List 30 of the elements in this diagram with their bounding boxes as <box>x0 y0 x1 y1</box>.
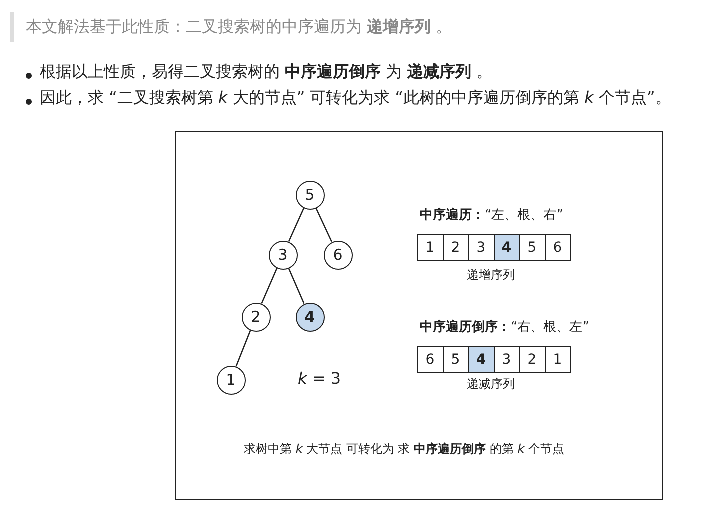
summary-note: 求树中第 k 大节点 可转化为 求 中序遍历倒序 的第 k 个节点 <box>244 441 564 458</box>
array-cell: 1 <box>417 234 444 261</box>
array-cell: 2 <box>442 234 469 261</box>
tree-node: 3 <box>268 240 298 270</box>
array-cell: 6 <box>544 234 571 261</box>
tree-node: 1 <box>216 366 246 394</box>
bullet-text: 根据以上性质，易得二叉搜索树的 中序遍历倒序 为 递减序列 。 <box>40 62 492 83</box>
array-cell: 5 <box>519 234 546 261</box>
tree-edge <box>316 208 332 242</box>
tree-node: 2 <box>242 302 270 332</box>
quote-text: 本文解法基于此性质：二叉搜索树的中序遍历为 递增序列 。 <box>26 17 452 38</box>
array-caption: 递增序列 <box>467 267 515 284</box>
array-cell: 6 <box>417 346 444 373</box>
array-cell: 4 <box>468 346 494 373</box>
bullet-text: 因此，求 “二叉搜索树第 k 大的节点” 可转化为求 “此树的中序遍历倒序的第 k 个节点”。 <box>40 88 672 109</box>
tree-node: 6 <box>324 240 352 270</box>
traversal-heading: 中序遍历：“左、根、右” <box>420 206 564 224</box>
tree-node: 5 <box>296 180 324 210</box>
array-cell: 2 <box>519 346 546 373</box>
k-value: k = 3 <box>298 369 342 388</box>
tree-edge <box>236 330 252 367</box>
traversal-heading: 中序遍历倒序：“右、根、左” <box>420 318 590 336</box>
array-cell: 4 <box>494 234 520 261</box>
array-cell: 3 <box>494 346 520 373</box>
array-cell: 1 <box>544 346 571 373</box>
tree-edge <box>288 208 305 242</box>
tree-edge <box>261 268 278 304</box>
tree-edge <box>288 268 305 304</box>
tree-node: 4 <box>296 302 324 332</box>
array-caption: 递减序列 <box>467 376 515 393</box>
